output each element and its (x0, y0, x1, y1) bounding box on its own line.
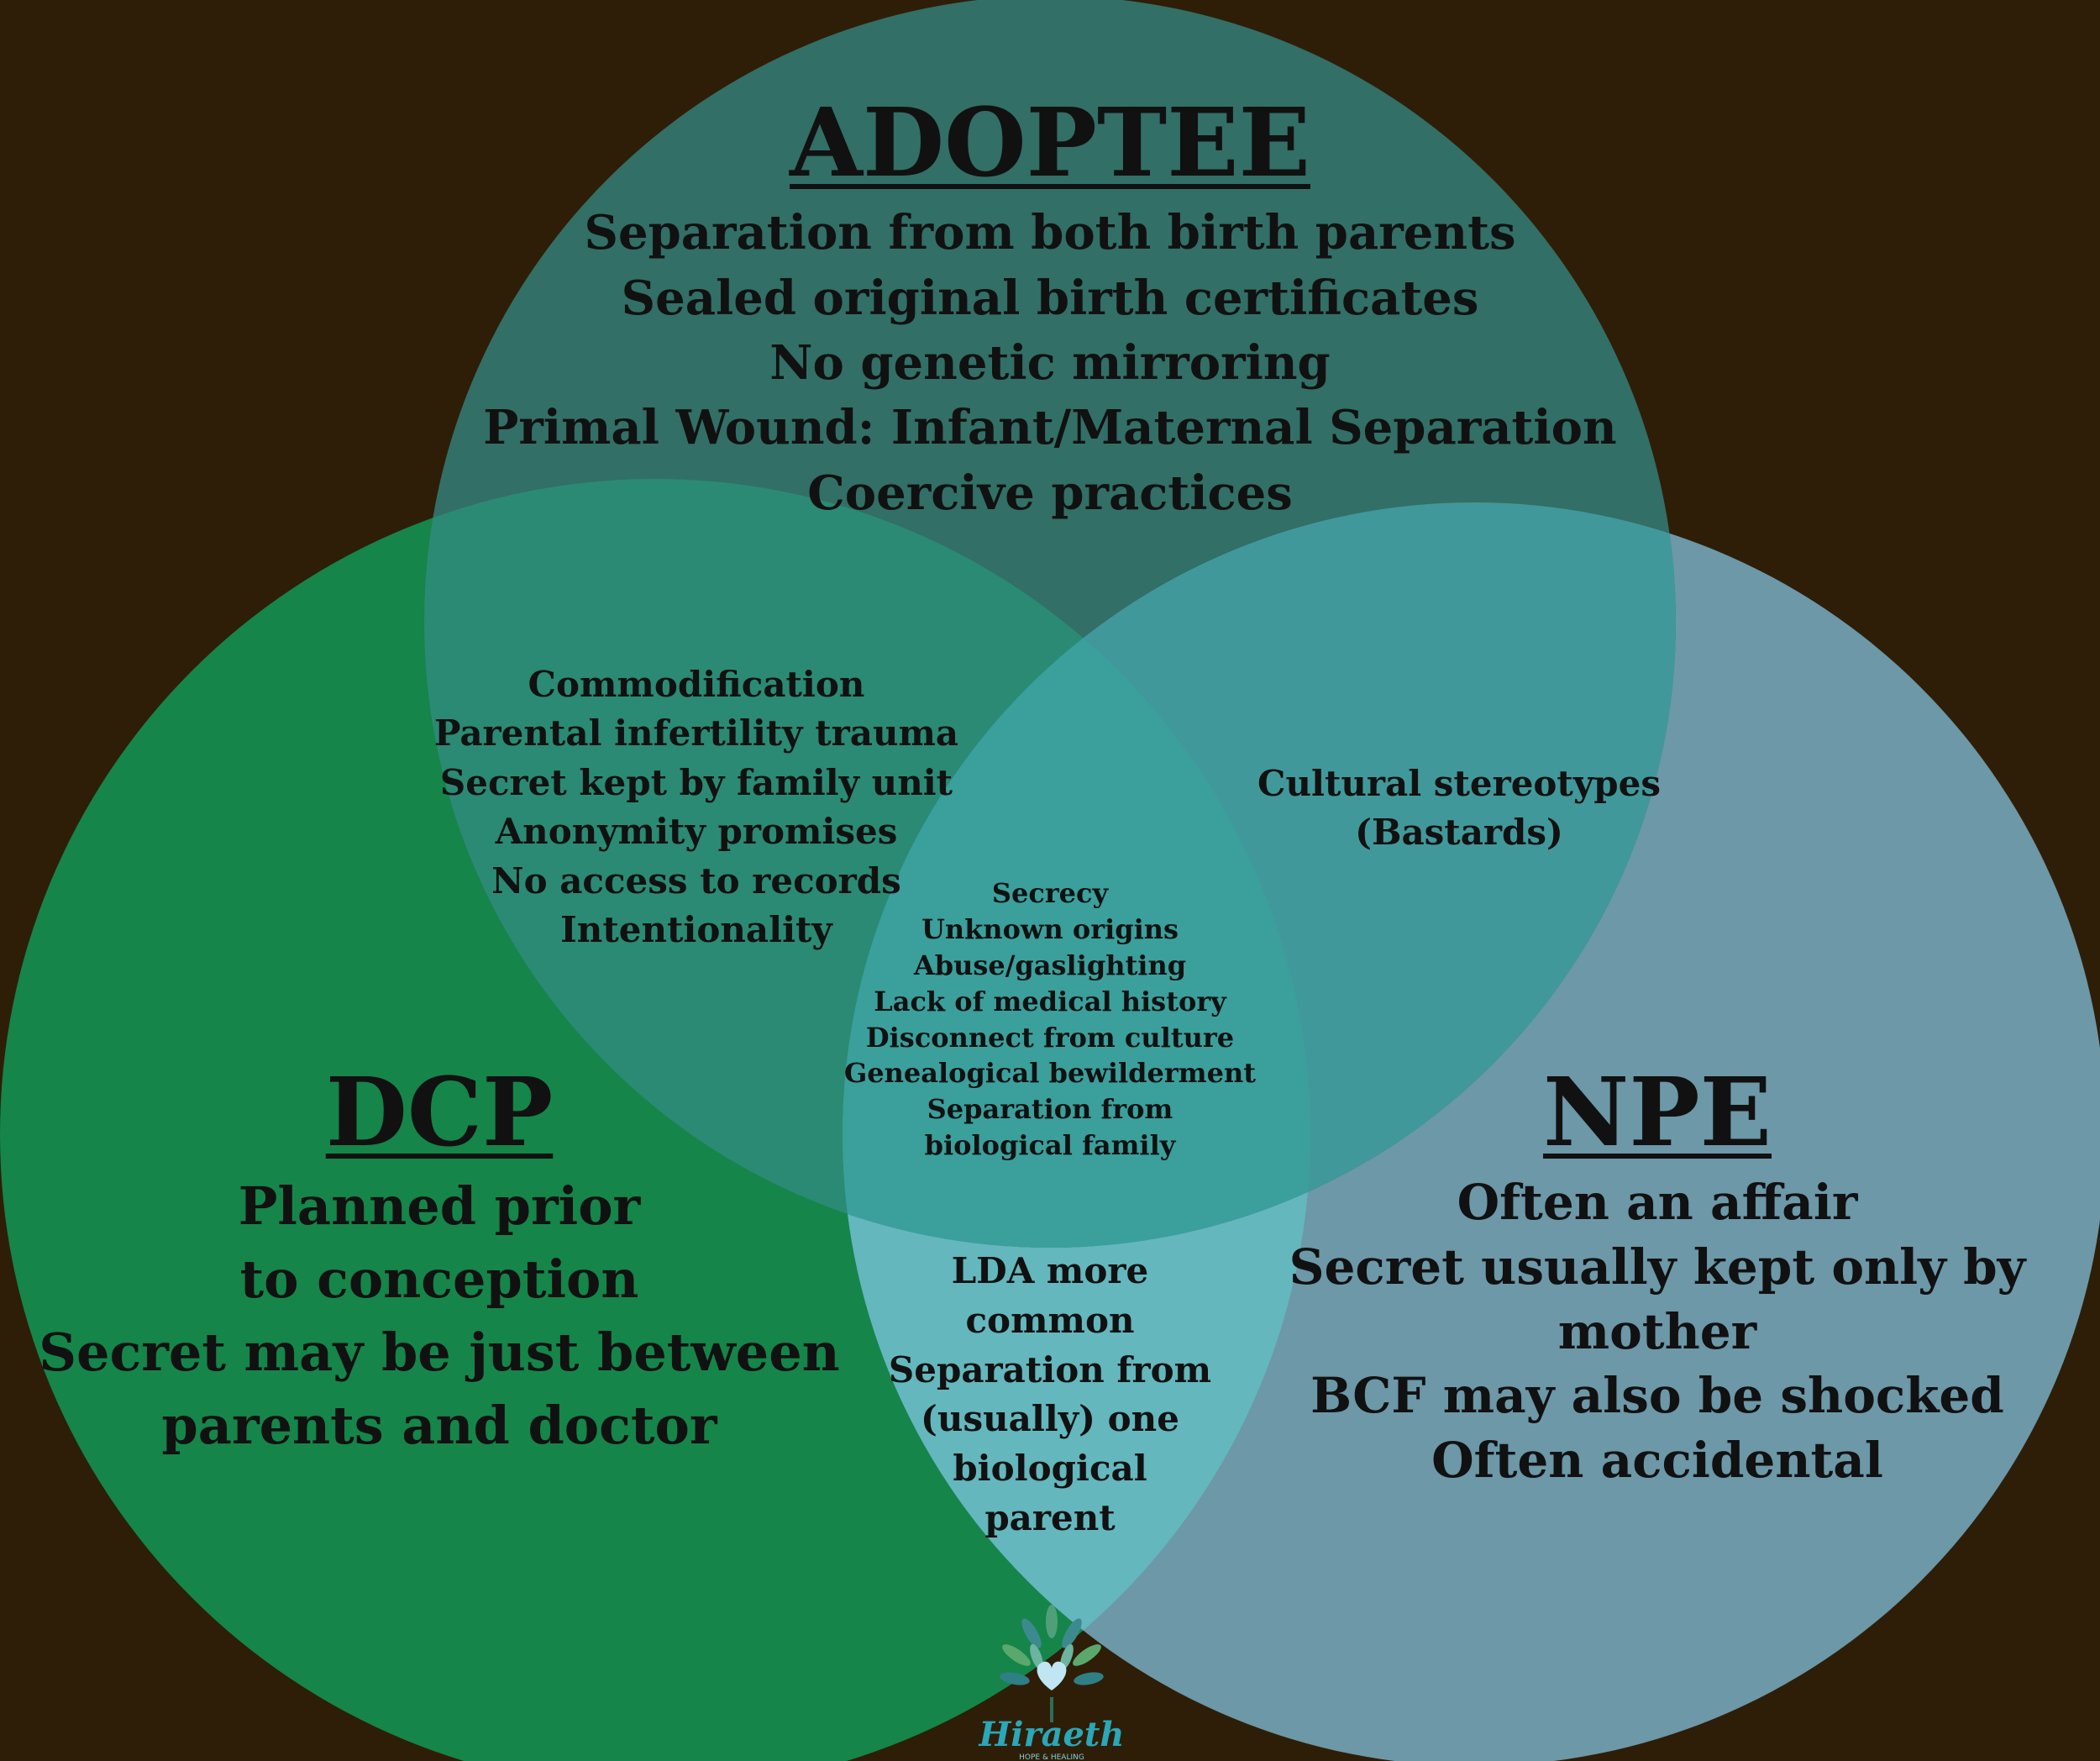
dcp-title: DCP (325, 1058, 554, 1168)
npe-section: NPE Often an affair Secret usually kept … (1289, 1060, 2026, 1492)
overlap-item: Intentionality (560, 908, 832, 950)
overlap-item: Abuse/gaslighting (913, 949, 1187, 981)
overlap-item: Disconnect from culture (865, 1021, 1235, 1054)
overlap-item: biological family (924, 1129, 1176, 1162)
overlap-item: Anonymity promises (495, 811, 898, 853)
all-overlap: Secrecy Unknown origins Abuse/gaslightin… (844, 875, 1256, 1164)
adoptee-section: ADOPTEE Separation from both birth paren… (483, 91, 1617, 526)
adoptee-item: Separation from both birth parents (584, 205, 1516, 261)
adoptee-title: ADOPTEE (790, 88, 1310, 198)
npe-item: Often accidental (1431, 1431, 1883, 1489)
overlap-item: Lack of medical history (874, 985, 1226, 1017)
overlap-item: LDA more (951, 1250, 1149, 1291)
overlap-item: Separation from (888, 1348, 1212, 1390)
overlap-item: common (965, 1299, 1135, 1341)
overlap-item: (usually) one (921, 1398, 1179, 1440)
overlap-item: Genealogical bewilderment (843, 1057, 1257, 1090)
dcp-item: to conception (239, 1248, 639, 1311)
dcp-npe-overlap: LDA more common Separation from (usually… (889, 1247, 1211, 1543)
all-overlap-region (843, 502, 1310, 1248)
overlap-item: Secrecy (991, 877, 1109, 909)
adoptee-item: Coercive practices (807, 465, 1293, 521)
dcp-item: parents and doctor (161, 1394, 717, 1456)
logo-tagline: HOPE & HEALING (1019, 1753, 1084, 1761)
overlap-item: Parental infertility trauma (433, 712, 959, 754)
dcp-item: Secret may be just between (39, 1322, 840, 1384)
npe-item: Secret usually kept only by (1289, 1238, 2026, 1296)
adoptee-item: Sealed original birth certificates (621, 270, 1479, 326)
adoptee-item: Primal Wound: Infant/Maternal Separation (483, 400, 1617, 456)
overlap-item: Commodification (528, 664, 865, 705)
overlap-item: (Bastards) (1355, 812, 1563, 854)
npe-item: Often an affair (1457, 1174, 1858, 1232)
overlap-item: parent (984, 1496, 1116, 1538)
logo-name: Hiraeth (979, 1715, 1125, 1754)
npe-item: mother (1557, 1302, 1757, 1360)
dcp-section: DCP Planned prior to conception Secret m… (39, 1060, 840, 1463)
adoptee-npe-overlap: Cultural stereotypes (Bastards) (1257, 760, 1661, 858)
npe-item: BCF may also be shocked (1310, 1367, 2004, 1425)
overlap-item: Unknown origins (921, 912, 1179, 945)
dcp-adoptee-overlap: Commodification Parental infertility tra… (434, 660, 958, 954)
adoptee-item: No genetic mirroring (769, 334, 1331, 391)
tree-heart-icon (1000, 1605, 1104, 1722)
overlap-item: Secret kept by family unit (439, 761, 953, 803)
npe-title: NPE (1543, 1058, 1772, 1168)
hiraeth-logo: Hiraeth HOPE & HEALING (979, 1605, 1125, 1761)
overlap-item: biological (953, 1448, 1147, 1490)
dcp-item: Planned prior (238, 1175, 641, 1238)
overlap-item: No access to records (491, 859, 901, 902)
overlap-item: Cultural stereotypes (1257, 763, 1661, 804)
overlap-item: Separation from (927, 1093, 1173, 1126)
